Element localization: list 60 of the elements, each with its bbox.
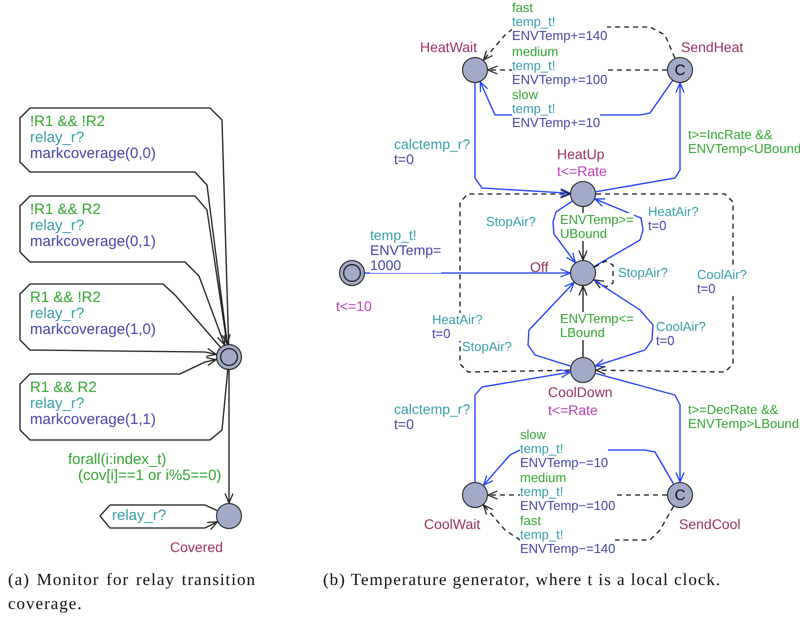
edge-label: slow temp_t! ENVTemp+=10 <box>512 88 600 130</box>
edge-label: HeatAir? t=0 <box>432 313 483 341</box>
transition-arrow <box>19 107 231 345</box>
transition-arrow <box>594 260 614 289</box>
edge-label: ENVTemp<= LBound <box>560 312 634 340</box>
transition-arrow <box>552 200 576 264</box>
edge-label: StopAir? <box>462 340 512 354</box>
transition-arrow <box>224 370 234 504</box>
edge-label: medium temp_t! ENVTemp+=100 <box>512 45 608 87</box>
transition-arrow <box>459 189 571 373</box>
edge-label: calctemp_r? t=0 <box>394 402 470 432</box>
committed-mark: C <box>674 486 686 506</box>
transition-arrow <box>19 195 228 346</box>
edge-label: calctemp_r? t=0 <box>394 137 470 167</box>
edge-label: fast temp_t! ENVTemp−=140 <box>520 514 616 556</box>
transition-arrow <box>595 372 685 483</box>
location-name: HeatUp <box>557 146 604 162</box>
edge-label: fast temp_t! ENVTemp+=140 <box>512 1 608 43</box>
transition-arrow <box>474 369 571 482</box>
location-name: SendCool <box>679 516 740 532</box>
edge-label: R1 && !R2 relay_r? markcoverage(1,0) <box>30 290 156 338</box>
edge-label: HeatAir? t=0 <box>648 205 699 233</box>
edge-label: R1 && R2 relay_r? markcoverage(1,1) <box>30 380 156 428</box>
edge-label: forall(i:index_t) (cov[i]==1 or i%5==0) <box>68 452 222 484</box>
invariant-label: t<=10 <box>336 298 372 314</box>
transition-arrow <box>594 198 644 268</box>
invariant-label: t<=Rate <box>548 402 598 418</box>
transition-arrow <box>594 280 654 368</box>
transition-arrow <box>365 268 571 278</box>
transition-arrow <box>596 82 685 192</box>
location-name: SendHeat <box>681 39 744 55</box>
edge-label: relay_r? <box>112 508 166 524</box>
edge-label: medium temp_t! ENVTemp−=100 <box>520 471 616 513</box>
edge-label: t>=DecRate && ENVTemp>LBound <box>688 403 799 431</box>
edge-label: temp_t! ENVTemp= 1000 <box>370 228 442 273</box>
edge-label: CoolAir? t=0 <box>656 320 706 348</box>
edge-label: StopAir? <box>486 215 536 229</box>
initial-location-circle <box>216 344 242 370</box>
figure-caption: (b) Temperature generator, where t is a local clock. <box>323 569 722 591</box>
edge-label: !R1 && !R2 relay_r? markcoverage(0,0) <box>30 114 156 162</box>
edge-label: t>=IncRate && ENVTemp<UBound <box>688 128 800 156</box>
invariant-label: t<=Rate <box>557 163 607 179</box>
edge-label: !R1 && R2 relay_r? markcoverage(0,1) <box>30 202 156 250</box>
location-name: Covered <box>170 539 223 555</box>
transition-arrow <box>474 83 571 198</box>
transition-arrow <box>19 357 228 441</box>
edge-label: ENVTemp>= UBound <box>560 213 634 241</box>
figure-caption: (a) Monitor for relay transition coverage. <box>8 569 256 615</box>
transition-arrow <box>19 283 221 357</box>
location-name: HeatWait <box>420 39 478 55</box>
location-name: CoolDown <box>548 384 613 400</box>
edge-label: CoolAir? t=0 <box>697 268 747 296</box>
committed-mark: C <box>674 60 686 80</box>
location-name: CoolWait <box>424 516 480 532</box>
location-name: Off <box>530 259 548 275</box>
transition-arrow <box>595 193 734 375</box>
transition-arrow <box>527 282 575 367</box>
edge-label: slow temp_t! ENVTemp−=10 <box>520 428 608 470</box>
transition-arrow <box>99 504 218 530</box>
edge-label: StopAir? <box>618 266 668 280</box>
